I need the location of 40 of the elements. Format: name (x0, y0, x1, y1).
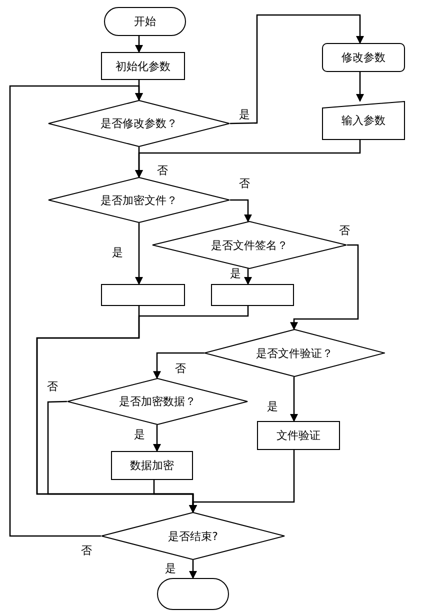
arrow (290, 376, 298, 422)
arrow (356, 72, 364, 102)
process-box: 初始化参数 (101, 52, 185, 80)
edge-label: 是 (238, 108, 251, 121)
decision-diamond: 是否结束? (101, 512, 285, 560)
edge-label: 是 (133, 428, 146, 441)
arrow (153, 424, 161, 452)
arrow (153, 352, 204, 380)
edge-label: 否 (338, 224, 351, 237)
arrow (135, 223, 143, 285)
arrow (9, 85, 143, 537)
edge-label: 否 (174, 362, 187, 375)
arrow (189, 560, 197, 579)
decision-diamond: 是否修改参数？ (48, 100, 230, 147)
process-box (211, 284, 294, 306)
arrow (230, 14, 364, 124)
arrow (290, 244, 359, 330)
input-shape: 输入参数 (322, 101, 405, 140)
arrow (189, 450, 295, 513)
decision-diamond: 是否加密文件？ (48, 177, 230, 223)
decision-diamond: 是否加密数据？ (67, 378, 248, 425)
terminal-shape (157, 578, 229, 610)
arrow (244, 268, 252, 285)
edge-label: 否 (80, 544, 93, 557)
edge-label: 是 (164, 562, 177, 575)
process-box: 数据加密 (111, 451, 193, 480)
terminal-shape: 开始 (104, 7, 186, 36)
edge-label: 否 (238, 177, 251, 190)
arrow (230, 199, 252, 222)
edge-label: 否 (46, 380, 59, 393)
process-box: 文件验证 (257, 421, 340, 450)
edge-label: 否 (156, 164, 169, 177)
arrow (135, 147, 143, 178)
edge-label: 是 (229, 267, 242, 280)
process-box (101, 284, 185, 306)
decision-diamond: 是否文件验证？ (204, 329, 385, 377)
edge-label: 是 (266, 400, 279, 413)
arrow (135, 36, 143, 53)
process-box: 修改参数 (322, 43, 405, 72)
edge-label: 是 (111, 246, 124, 259)
